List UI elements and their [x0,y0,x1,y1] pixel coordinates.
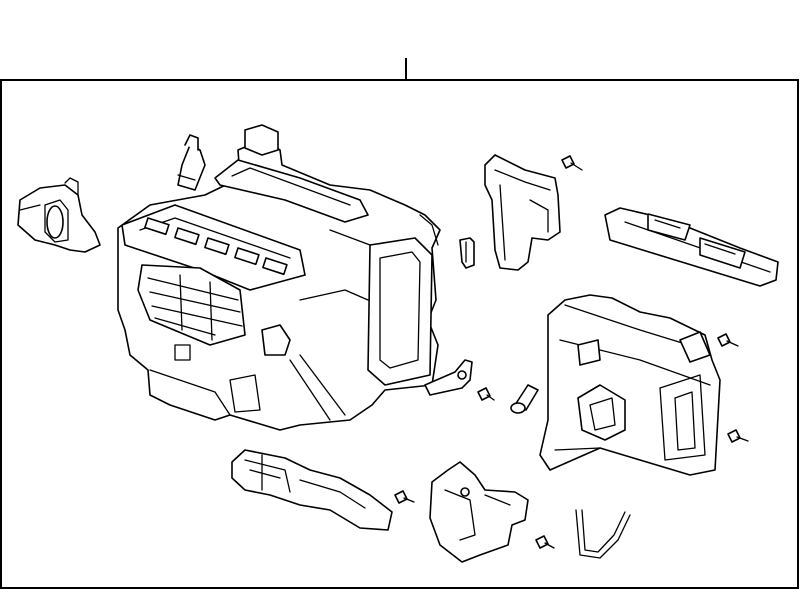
connector-small [459,237,475,269]
duct-cover [604,207,779,287]
blower-motor-resistor [17,177,101,253]
screw-4 [477,387,495,401]
heater-unit-assembly [117,124,441,431]
screw-3 [727,429,749,443]
screw-1 [561,155,583,171]
wire-rod [575,509,631,559]
screw-6 [535,535,555,549]
actuator-knob [510,384,539,414]
evaporator-case [539,294,721,476]
connector-top [177,134,206,191]
air-mix-actuator [424,359,473,396]
servo-motor [231,449,393,531]
bracket-clip [429,461,529,563]
outlet-duct [484,154,561,271]
screw-5 [394,490,415,504]
diagram-frame [0,79,799,589]
screw-2 [717,333,739,347]
